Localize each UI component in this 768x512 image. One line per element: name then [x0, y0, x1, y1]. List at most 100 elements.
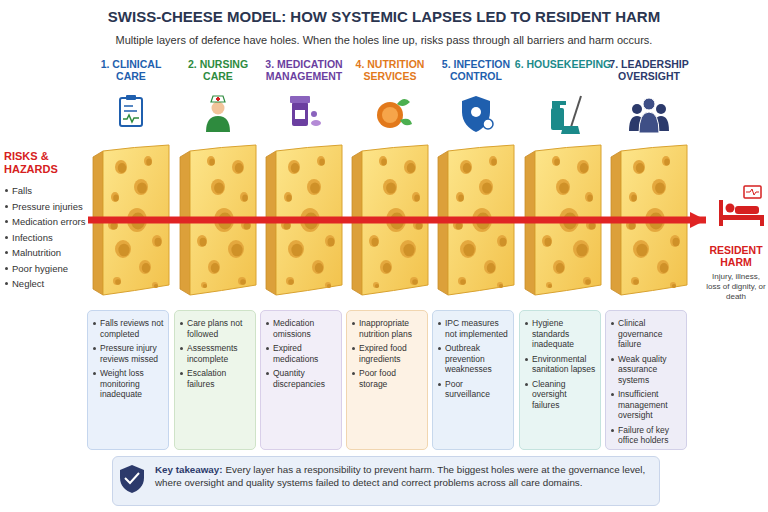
cheese-hole: [288, 160, 300, 174]
lapse-item: Inappropriate nutrition plans: [351, 318, 423, 339]
cheese-hole-shadow: [383, 263, 391, 273]
heartbeat-line: [123, 115, 139, 122]
lapse-item: Medication omissions: [265, 318, 337, 339]
cheese-hole-shadow: [203, 284, 207, 288]
hazard-item: Medication errors: [4, 214, 88, 230]
cheese-hole: [657, 260, 669, 274]
lapse-item: Expired food ingredients: [351, 343, 423, 364]
cheese-hole: [312, 260, 324, 274]
cheese-hole-shadow: [403, 244, 414, 257]
cheese-hole: [404, 160, 416, 174]
cheese-shape: [180, 145, 256, 295]
outcome-description: Injury, illness, loss of dignity, or dea…: [706, 272, 766, 302]
cheese-hole-shadow: [554, 159, 560, 166]
lapse-box: IPC measures not implementedOutbreak pre…: [432, 310, 514, 450]
mop-handle: [571, 96, 581, 127]
cheese-shape: [352, 145, 428, 295]
cheese-slice: 3. MEDICATION MANAGEMENT: [266, 145, 342, 295]
cheese-slice: 6. HOUSEKEEPING: [525, 145, 601, 295]
cheese-hole-shadow: [416, 223, 423, 230]
cheese-hole: [115, 160, 127, 174]
outcome-heading: RESIDENT HARM: [706, 244, 766, 268]
cheese-hole-shadow: [629, 223, 636, 230]
risk-path-segment: [438, 217, 514, 224]
cheese-hole-shadow: [487, 263, 495, 273]
cheese-hole-shadow: [214, 182, 224, 193]
cheese-hole-shadow: [115, 279, 121, 285]
lapse-item: Weight loss monitoring inadequate: [92, 368, 164, 400]
cheese-hole-shadow: [458, 195, 464, 202]
cheese-hole: [240, 192, 248, 202]
cheese-hole-shadow: [636, 244, 647, 257]
cheese-hole-shadow: [482, 182, 492, 193]
patient-head: [726, 204, 735, 213]
lapse-box: Falls reviews not completedPressure inju…: [87, 310, 169, 450]
clipboard-line: [124, 110, 137, 112]
cheese-hole: [286, 277, 294, 285]
lapse-item: Assessments incomplete: [179, 343, 251, 364]
cheese-shape: [525, 145, 601, 295]
cheese-hole: [577, 160, 589, 174]
harm-outcome: RESIDENT HARM Injury, illness, loss of di…: [706, 186, 766, 336]
cheese-hole: [460, 160, 472, 174]
cheese-hole-shadow: [327, 284, 331, 288]
risk-path-segment: [611, 217, 687, 224]
cheese-hole: [380, 260, 392, 274]
housekeeping-icon: [551, 96, 581, 134]
infection-shield-icon: [462, 96, 493, 132]
cheese-hole: [479, 179, 493, 195]
person-body: [639, 112, 659, 133]
cheese-hole: [542, 235, 552, 247]
lapse-item: Insufficient management oversight: [610, 389, 682, 421]
cheese-hole-shadow: [589, 223, 596, 230]
layer-heading: 7. LEADERSHIP OVERSIGHT: [599, 58, 699, 82]
cheese-hole: [111, 192, 119, 202]
title-text: SWISS-CHEESE MODEL: HOW SYSTEMIC LAPSES …: [0, 8, 768, 25]
hazard-item: Poor hygiene: [4, 261, 88, 277]
cheese-hole-shadow: [146, 159, 152, 166]
person-head: [632, 104, 642, 114]
cheese-hole: [410, 277, 418, 285]
cheese-hole-shadow: [328, 238, 335, 246]
cheese-hole: [228, 240, 244, 258]
clipboard-icon: [120, 95, 142, 126]
cheese-hole-shadow: [463, 244, 474, 257]
cheese-hole: [652, 179, 666, 195]
risk-arrow: [601, 217, 611, 224]
cheese-hole: [633, 160, 645, 174]
shield-mark: [471, 107, 481, 117]
cheese-hole: [585, 192, 593, 202]
cheese-hole-shadow: [209, 159, 215, 166]
cheese-hole-shadow: [463, 163, 471, 173]
layer-heading: 2. NURSING CARE: [176, 58, 260, 82]
subtitle-text: Multiple layers of defence have holes. W…: [0, 34, 768, 46]
person-head: [643, 98, 655, 110]
mop-head: [561, 126, 580, 134]
cheese-hole: [144, 156, 152, 166]
risk-path-segment: [180, 217, 256, 224]
cheese-hole: [552, 156, 560, 166]
cheese-hole: [412, 192, 420, 202]
cheese-hole: [670, 235, 680, 247]
cheese-hole-shadow: [460, 279, 466, 285]
food-plate: [377, 102, 403, 128]
lapse-box: Hygiene standards inadequateEnvironmenta…: [519, 310, 601, 450]
takeaway-label: Key takeaway:: [155, 464, 223, 475]
cheese-hole-shadow: [559, 182, 569, 193]
layer-heading: 3. MEDICATION MANAGEMENT: [254, 58, 354, 82]
cheese-hole-shadow: [587, 195, 593, 202]
lapse-box: Inappropriate nutrition plansExpired foo…: [346, 310, 428, 450]
lapse-item: Care plans not followed: [179, 318, 251, 339]
cheese-hole: [325, 282, 331, 288]
cheese-hole: [583, 277, 591, 285]
cheese-hole-shadow: [660, 263, 668, 273]
patient-body: [735, 206, 759, 214]
cheese-hole: [284, 192, 292, 202]
cheese-hole: [207, 156, 215, 166]
nurse-body: [206, 116, 230, 132]
cheese-hole: [369, 235, 379, 247]
cheese-hole: [152, 235, 162, 247]
hazard-item: Neglect: [4, 276, 88, 292]
cheese-hole-shadow: [240, 279, 246, 285]
